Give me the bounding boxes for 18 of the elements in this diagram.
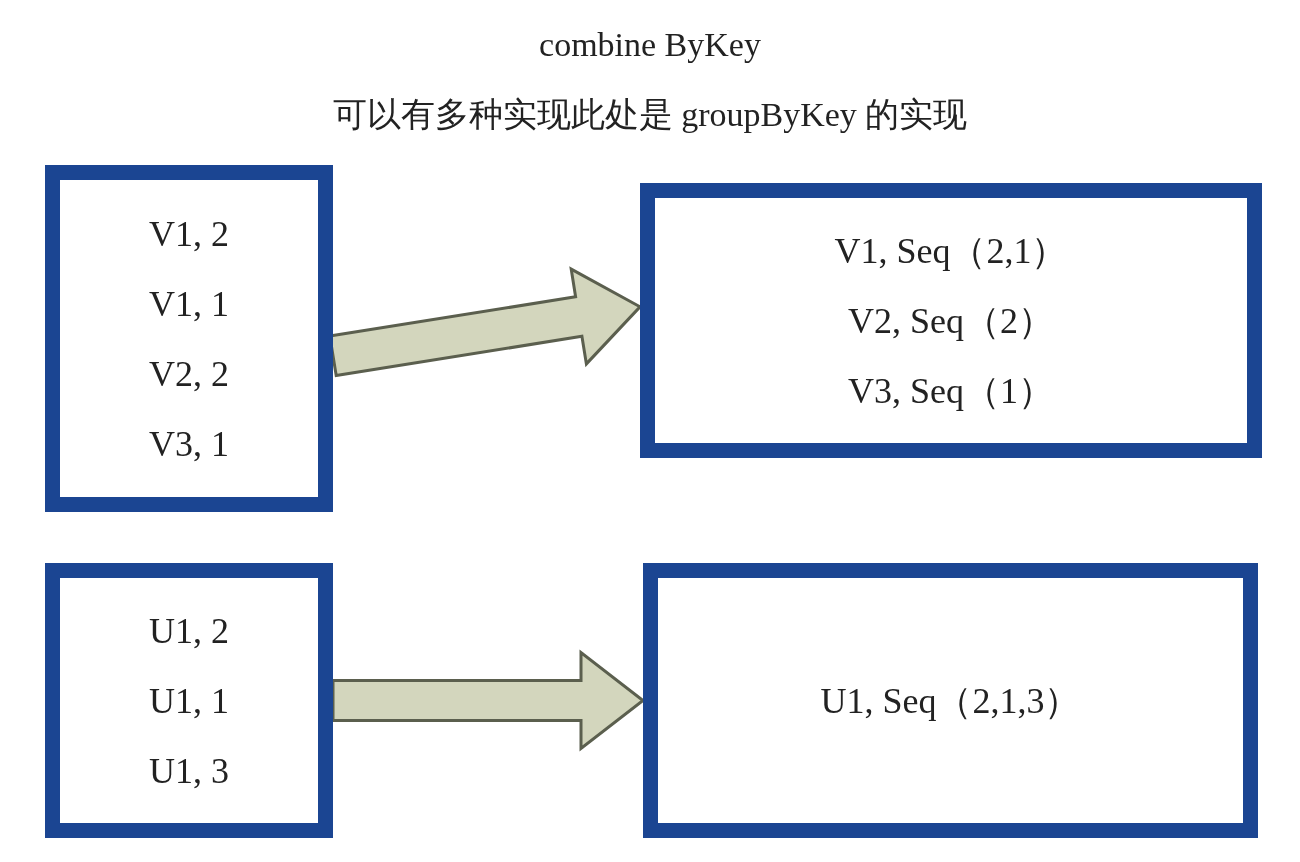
record-text: U1, 3 — [149, 749, 229, 793]
record-text: U1, 1 — [149, 679, 229, 723]
record-text: V1, Seq（2,1） — [834, 229, 1068, 273]
data-box — [640, 183, 1262, 458]
data-box — [45, 563, 333, 838]
data-box — [643, 563, 1258, 838]
record-text: U1, 2 — [149, 609, 229, 653]
title: combine ByKey — [539, 26, 761, 64]
subtitle: 可以有多种实现此处是 groupByKey 的实现 — [332, 95, 968, 135]
record-text: U1, Seq（2,1,3） — [820, 679, 1081, 723]
data-box — [45, 165, 333, 512]
record-text: V3, Seq（1） — [848, 369, 1054, 413]
record-text: V1, 2 — [149, 212, 229, 256]
block-arrow — [331, 649, 646, 752]
record-text: V2, 2 — [149, 352, 229, 396]
record-text: V2, Seq（2） — [848, 299, 1054, 343]
record-text: V1, 1 — [149, 282, 229, 326]
record-text: V3, 1 — [149, 422, 229, 466]
